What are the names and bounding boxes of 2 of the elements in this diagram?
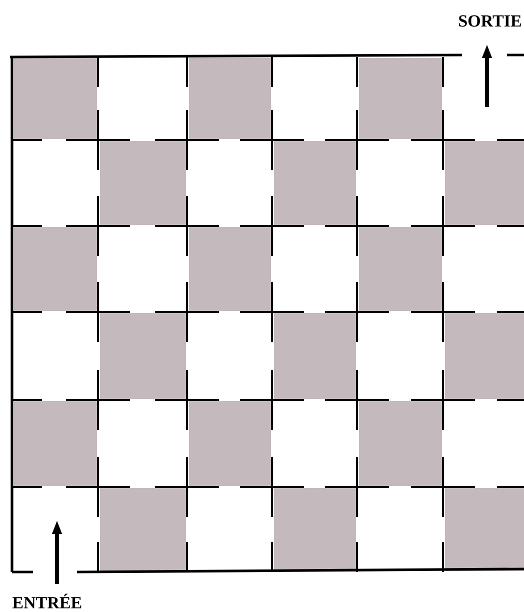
gate-label: ENTRÉE <box>12 594 82 608</box>
gate-label: SORTIE <box>459 15 521 27</box>
